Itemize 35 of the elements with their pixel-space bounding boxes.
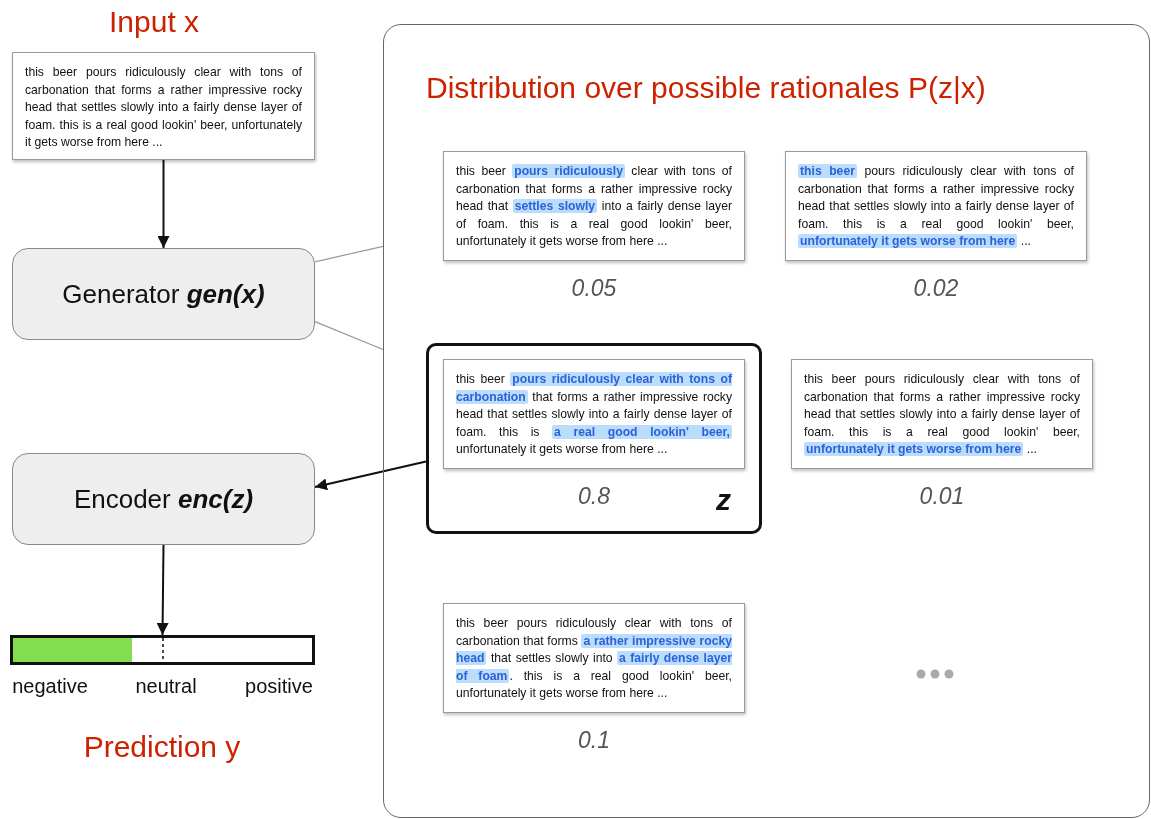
text-card bbox=[443, 603, 745, 713]
process-box bbox=[12, 453, 315, 545]
probability-label: 0.05 bbox=[570, 275, 618, 302]
review-text: this beer pours ridiculously clear with tons of carbonation that forms a rather impressive rocky head that settles slowly into a fairly dense layer of foam. this is a real good lookin' beer, unfortunately it gets worse from here ... bbox=[456, 615, 732, 702]
panel bbox=[383, 24, 1150, 818]
review-text: this beer pours ridiculously clear with tons of carbonation that forms a rather impressive rocky head that settles slowly into a fairly dense layer of foam. this is a real good lookin' beer, unfortunately it gets worse from here ... bbox=[25, 64, 302, 151]
text-card bbox=[443, 151, 745, 261]
process-box bbox=[12, 248, 315, 340]
section-heading: Input x bbox=[109, 5, 200, 39]
review-text: this beer pours ridiculously clear with tons of carbonation that forms a rather impressive rocky head that settles slowly into a fairly dense layer of foam. this is a real good lookin' beer, unfortunately it gets worse from here ... bbox=[456, 163, 732, 250]
arrow bbox=[156, 544, 169, 636]
probability-label: 0.1 bbox=[577, 727, 611, 754]
text-card bbox=[791, 359, 1093, 469]
arrow bbox=[314, 460, 427, 491]
panel-heading: Distribution over possible rationales P(z|x) bbox=[426, 71, 986, 105]
sentiment-bar bbox=[10, 635, 315, 665]
connector-line bbox=[314, 321, 384, 351]
review-text: this beer pours ridiculously clear with tons of carbonation that forms a rather impressive rocky head that settles slowly into a fairly dense layer of foam. this is a real good lookin' beer, unfortunately it gets worse from here ... bbox=[798, 163, 1074, 250]
probability-label: 0.01 bbox=[918, 483, 966, 510]
connector-line bbox=[314, 245, 384, 263]
module-label: Generator gen(x) bbox=[62, 278, 265, 310]
scale-label: neutral bbox=[134, 675, 198, 698]
scale-label: positive bbox=[244, 675, 314, 698]
section-heading: Prediction y bbox=[82, 730, 242, 764]
module-label: Encoder enc(z) bbox=[73, 483, 254, 515]
probability-label: 0.02 bbox=[912, 275, 960, 302]
variable-label: z bbox=[716, 483, 731, 517]
text-card bbox=[785, 151, 1087, 261]
arrow bbox=[157, 159, 170, 249]
text-card bbox=[443, 359, 745, 469]
scale-label: negative bbox=[11, 675, 89, 698]
review-text: this beer pours ridiculously clear with tons of carbonation that forms a rather impressive rocky head that settles slowly into a fairly dense layer of foam. this is a real good lookin' beer, unfortunately it gets worse from here ... bbox=[804, 371, 1080, 458]
selection-frame bbox=[426, 343, 762, 534]
probability-label: 0.8 bbox=[577, 483, 611, 510]
review-text: this beer pours ridiculously clear with tons of carbonation that forms a rather impressive rocky head that settles slowly into a fairly dense layer of foam. this is a real good lookin' beer, unfortunately it gets worse from here ... bbox=[456, 371, 732, 458]
